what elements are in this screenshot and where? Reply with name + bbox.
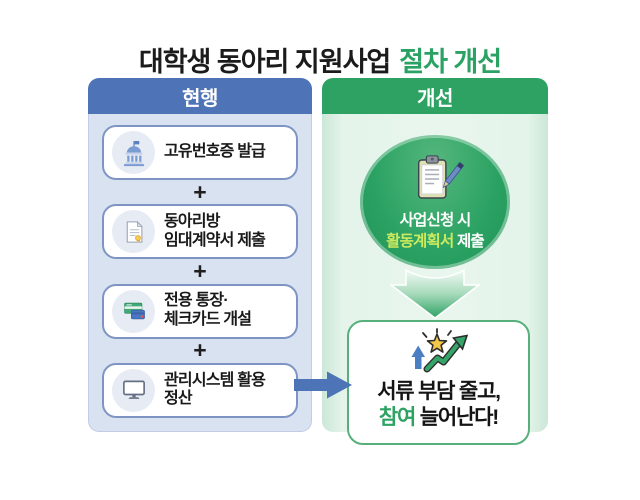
page-title-highlight: 절차 개선	[399, 47, 502, 78]
plus-separator: +	[193, 257, 207, 284]
step-line1: 전용 통장·	[164, 292, 229, 310]
down-arrow-icon	[390, 268, 480, 319]
lease-contract-icon	[112, 210, 155, 254]
current-panel-header: 현행	[88, 78, 312, 114]
plan-line2: 활동계획서 제출	[386, 232, 485, 252]
step-line2: 임대계약서 제출	[164, 231, 266, 249]
right-arrow-icon	[294, 371, 352, 399]
step-lease-contract: 동아리방 임대계약서 제출	[102, 204, 298, 260]
step-management-system: 관리시스템 활용 정산	[102, 362, 298, 418]
step-text: 관리시스템 활용 정산	[164, 371, 266, 410]
current-panel-body: 고유번호증 발급 +	[88, 114, 312, 432]
improved-panel: 개선	[322, 78, 548, 445]
result-line1: 서류 부담 줄고,	[377, 380, 501, 403]
result-line2-rest: 늘어난다!	[415, 406, 499, 430]
result-line2-highlight: 참여	[378, 406, 416, 430]
plus-separator: +	[193, 337, 207, 364]
step-line2: 정산	[164, 390, 193, 408]
plan-line2-rest: 제출	[453, 232, 485, 250]
government-building-icon	[112, 131, 155, 174]
plan-circle: 사업신청 시 활동계획서 제출	[360, 135, 510, 269]
step-line2: 체크카드 개설	[164, 311, 252, 329]
bankbook-checkcard-icon	[112, 289, 155, 333]
star-growth-icon	[406, 328, 472, 379]
step-text: 동아리방 임대계약서 제출	[164, 212, 266, 251]
result-box: 서류 부담 줄고, 참여 늘어난다!	[347, 320, 530, 445]
improved-panel-header: 개선	[322, 78, 548, 114]
step-unique-number: 고유번호증 발급	[102, 125, 298, 180]
step-text: 전용 통장· 체크카드 개설	[164, 292, 252, 330]
step-line1: 동아리방	[164, 212, 220, 230]
plus-separator: +	[193, 178, 207, 205]
monitor-icon	[112, 368, 155, 412]
step-text: 고유번호증 발급	[164, 143, 266, 162]
clipboard-pen-icon	[406, 152, 464, 211]
plan-line2-highlight: 활동계획서	[386, 232, 454, 250]
result-line2: 참여 늘어난다!	[378, 405, 499, 431]
page-title: 대학생 동아리 지원사업 절차 개선	[0, 40, 640, 79]
plan-line1: 사업신청 시	[399, 212, 472, 230]
current-panel: 현행	[88, 78, 312, 432]
page-title-main: 대학생 동아리 지원사업	[138, 47, 391, 78]
step-bank-account: 전용 통장· 체크카드 개설	[102, 283, 298, 339]
step-line1: 고유번호증 발급	[164, 143, 266, 161]
step-line1: 관리시스템 활용	[164, 371, 266, 389]
